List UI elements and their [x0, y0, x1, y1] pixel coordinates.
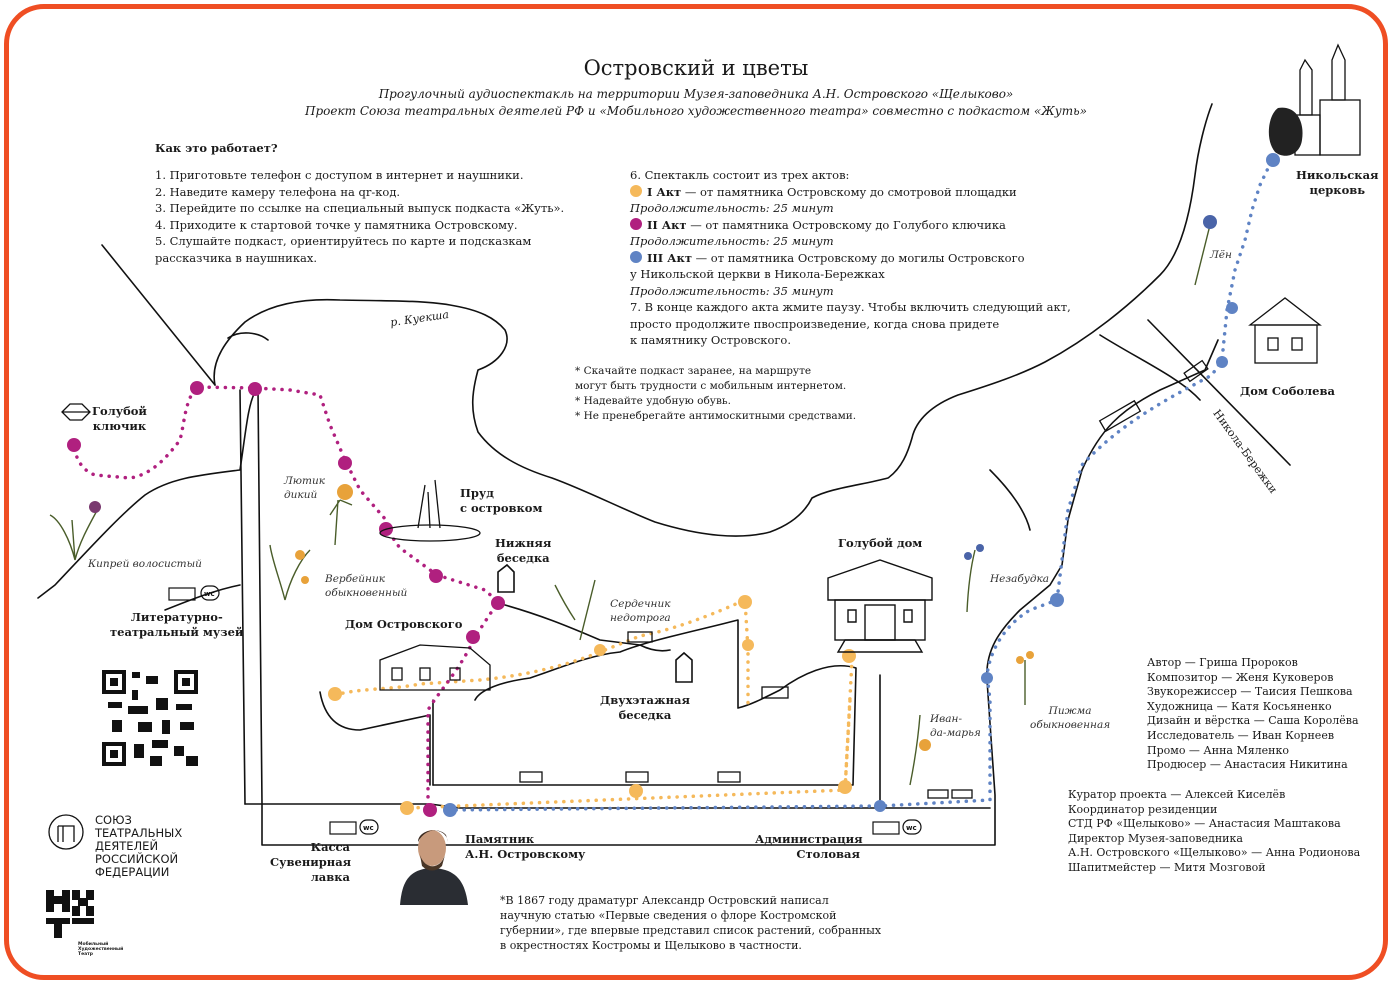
road-west [257, 389, 263, 805]
act1-name: I Акт [647, 184, 682, 199]
step-7-cont-2: к памятнику Островского. [630, 333, 792, 347]
act3-dot-icon [630, 250, 642, 263]
subtitle-1: Прогулочный аудиоспектакль на территории… [378, 87, 1014, 101]
page-title: Островский и цветы [583, 56, 809, 80]
act3-line: III Акт — от памятника Островскому до мо… [630, 250, 1071, 267]
step-4: 4. Приходите к стартовой точке у памятни… [155, 217, 518, 232]
flower-icons [49, 224, 1211, 786]
blue-house-icon [827, 559, 933, 653]
museum-label: Литературно-театральный музей [110, 610, 244, 639]
act2-text: — от памятника Островскому до Голубого к… [686, 217, 1006, 232]
plant-nezabudka: Незабудка [990, 573, 1050, 585]
step-3: 3. Перейдите по ссылке на специальный вы… [155, 201, 565, 215]
acts-block: 6. Спектакль состоит из трех актов: I Ак… [630, 167, 1071, 349]
how-heading: Как это работает? [155, 141, 278, 155]
acts-intro: 6. Спектакль состоит из трех актов: [630, 168, 850, 182]
how-steps: 1. Приготовьте телефон с доступом в инте… [155, 167, 564, 266]
svg-text:wc: wc [363, 824, 374, 832]
step-2: 2. Наведите камеру телефона на qr-код. [155, 184, 401, 199]
svg-text:wc: wc [906, 824, 917, 832]
route-act2 [72, 385, 501, 807]
ostrovsky-house-label: Дом Островского [345, 617, 463, 631]
act1-line: I Акт — от памятника Островскому до смот… [630, 184, 1071, 201]
plant-len: Лён [1210, 249, 1232, 261]
std-logo-icon [48, 814, 84, 850]
act3-duration: Продолжительность: 35 минут [630, 283, 834, 298]
qr-code-icon [102, 670, 198, 766]
subtitle-2: Проект Союза театральных деятелей РФ и «… [305, 104, 1087, 118]
step-5-cont: рассказчика в наушниках. [155, 250, 318, 265]
portrait-icon [400, 830, 468, 905]
note-1-cont: могут быть трудности с мобильным интерне… [575, 380, 847, 392]
sobolev-house-icon [1248, 297, 1322, 364]
pond-icon [379, 479, 481, 542]
route-act3 [446, 158, 1274, 812]
act1-duration: Продолжительность: 25 минут [630, 201, 834, 215]
act1-dot-icon [630, 184, 642, 197]
wc-labels: wc wc wc [204, 590, 917, 832]
lantern-icon [497, 563, 693, 683]
act3-text-2: у Никольской церкви в Никола-Бережках [630, 267, 885, 281]
road-top-left [101, 244, 216, 386]
bench-icons [519, 359, 1209, 799]
trees-icon [1268, 107, 1303, 156]
notes-block: * Скачайте подкаст заранее, на маршруте … [575, 364, 856, 424]
act3-text: — от памятника Островскому до могилы Ост… [691, 250, 1025, 265]
step-7: 7. В конце каждого акта жмите паузу. Что… [630, 300, 1071, 314]
footnote: *В 1867 году драматург Александр Островс… [500, 894, 882, 952]
plant-ivan-marya: Иван-да-марья [930, 713, 981, 739]
sobolev-label: Дом Соболева [1240, 384, 1335, 398]
wc-icons [168, 585, 922, 835]
blue-spring-icon [61, 403, 91, 421]
step-7-cont: просто продолжите пвоспроизведение, когд… [630, 316, 1000, 331]
flower-heads [89, 215, 1217, 751]
act2-duration: Продолжительность: 25 минут [630, 234, 834, 248]
svg-text:wc: wc [204, 590, 215, 598]
act2-line: II Акт — от памятника Островскому до Гол… [630, 217, 1071, 234]
page-frame [4, 4, 1388, 980]
act3-name: III Акт [647, 250, 692, 265]
act2-dot-icon [630, 217, 642, 230]
mht-logo-icon [46, 890, 94, 938]
ostrovsky-house-icon [379, 644, 491, 691]
note-3: * Не пренебрегайте антимоскитными средст… [575, 410, 857, 422]
note-2: * Надевайте удобную обувь. [575, 395, 731, 407]
river-outline [213, 103, 1213, 537]
plant-kiprei: Кипрей волосистый [88, 558, 202, 570]
act2-name: II Акт [647, 217, 687, 232]
note-1: * Скачайте подкаст заранее, на маршруте [575, 365, 812, 377]
step-1: 1. Приготовьте телефон с доступом в инте… [155, 168, 524, 182]
blue-house-label: Голубой дом [838, 536, 923, 550]
act1-text: — от памятника Островскому до смотровой … [681, 184, 1017, 199]
step-5: 5. Слушайте подкаст, ориентируйтесь по к… [155, 234, 532, 248]
